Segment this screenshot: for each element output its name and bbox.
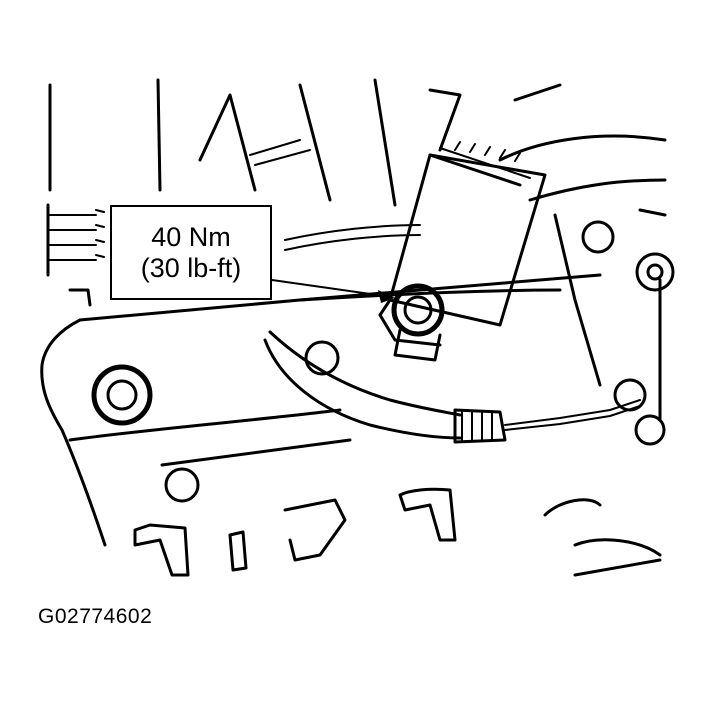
torque-callout-box: 40 Nm (30 lb-ft) (110, 205, 272, 300)
mount-block (378, 141, 547, 347)
wire-harness (263, 330, 641, 444)
bracket-plate (40, 78, 667, 547)
torque-bolt (391, 283, 445, 362)
left-strut (46, 78, 162, 307)
torque-metric-label: 40 Nm (151, 221, 231, 252)
lower-clips (133, 487, 662, 577)
figure-id-label: G02774602 (38, 605, 153, 628)
leader-arrow (271, 279, 395, 303)
torque-imperial-label: (30 lb-ft) (140, 252, 242, 283)
